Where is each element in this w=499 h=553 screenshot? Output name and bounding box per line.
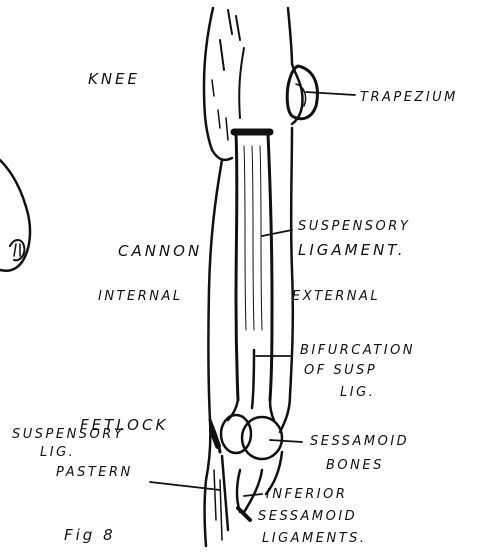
- label-sessamoid-1: SESSAMOID: [310, 434, 409, 449]
- label-internal: INTERNAL: [98, 289, 183, 304]
- label-trapezium: TRAPEZIUM: [360, 90, 458, 105]
- leg-outline: [204, 8, 317, 546]
- label-knee: KNEE: [88, 70, 140, 88]
- label-suspensory-ligament-2: LIGAMENT.: [298, 241, 405, 259]
- label-inferior-2: SESSAMOID: [258, 509, 357, 524]
- label-bifurcation-2: OF SUSP: [304, 363, 377, 378]
- label-suspensory-ligament-1: SUSPENSORY: [298, 219, 410, 234]
- label-bifurcation-1: BIFURCATION: [300, 343, 415, 358]
- figure-caption: Fig 8: [64, 526, 116, 544]
- label-pastern: PASTERN: [56, 465, 133, 480]
- label-susp-lig-1: SUSPENSORY: [12, 427, 124, 442]
- label-sessamoid-2: BONES: [326, 458, 384, 473]
- label-external: EXTERNAL: [292, 289, 380, 304]
- label-inferior-3: LIGAMENTS.: [262, 531, 367, 546]
- label-bifurcation-3: LIG.: [340, 385, 375, 400]
- hoof-sketch: [0, 160, 30, 271]
- sessamoid-bone-left: [221, 415, 251, 453]
- label-susp-lig-2: LIG.: [40, 445, 75, 460]
- label-inferior-1: INFERIOR: [266, 487, 347, 502]
- label-cannon: CANNON: [118, 242, 202, 260]
- sessamoid-bone-right: [242, 417, 282, 459]
